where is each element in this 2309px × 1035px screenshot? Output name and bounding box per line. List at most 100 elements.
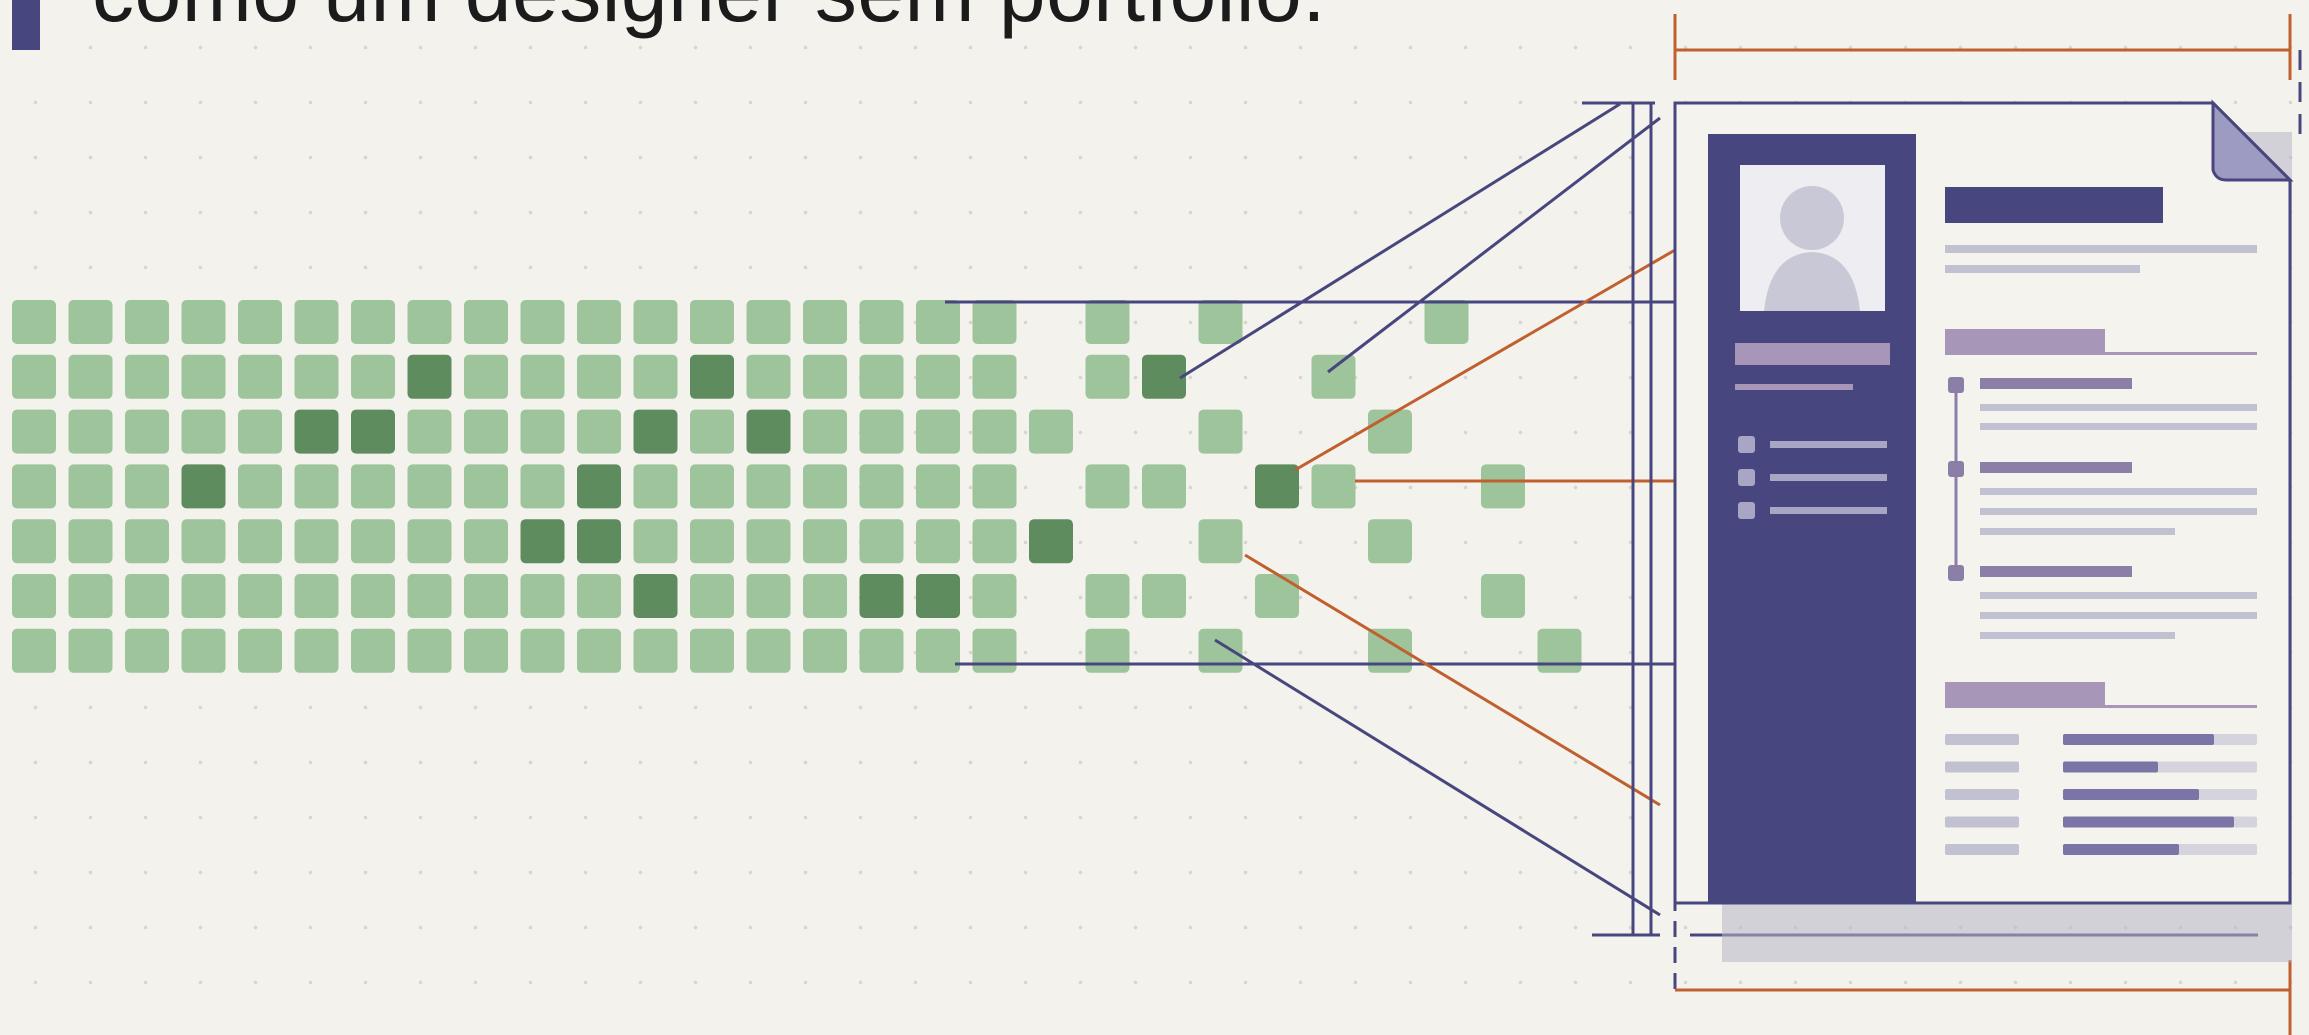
scattered-pixel <box>1086 300 1130 344</box>
pixel-cell <box>803 464 847 508</box>
scattered-pixel <box>1142 574 1186 618</box>
skill-level-fill <box>2063 789 2199 800</box>
pixel-cell <box>634 574 678 618</box>
connector-navy-1 <box>1180 104 1620 378</box>
pixel-cell <box>747 574 791 618</box>
pixel-cell <box>860 300 904 344</box>
pixel-cell <box>690 355 734 399</box>
pixel-cell <box>747 410 791 454</box>
pixel-cell <box>408 464 452 508</box>
pixel-cell <box>803 574 847 618</box>
pixel-cell <box>464 629 508 673</box>
scattered-pixel <box>1142 464 1186 508</box>
pixel-cell <box>747 519 791 563</box>
pixel-cell <box>351 300 395 344</box>
connector-orange-3 <box>1245 555 1660 805</box>
pixel-cell <box>973 300 1017 344</box>
skill-label <box>1945 844 2019 855</box>
pixel-cell <box>408 300 452 344</box>
pixel-cell <box>973 629 1017 673</box>
pixel-cell <box>12 464 56 508</box>
pixel-cell <box>577 574 621 618</box>
pixel-cell <box>803 519 847 563</box>
scattered-pixel <box>1255 574 1299 618</box>
skill-label <box>1945 817 2019 828</box>
pixel-cell <box>747 355 791 399</box>
pixel-cell <box>69 629 113 673</box>
pixel-cell <box>690 464 734 508</box>
pixel-cell <box>916 519 960 563</box>
resume-document <box>1675 103 2292 962</box>
pixel-cell <box>464 519 508 563</box>
skill-label <box>1945 734 2019 745</box>
pixel-cell <box>12 519 56 563</box>
pixel-cell <box>916 464 960 508</box>
pixel-cell <box>973 574 1017 618</box>
skill-label <box>1945 789 2019 800</box>
resume-title-bar <box>1945 187 2163 223</box>
pixel-cell <box>69 464 113 508</box>
pixel-cell <box>521 464 565 508</box>
pixel-cell <box>747 629 791 673</box>
pixel-cell <box>125 355 169 399</box>
pixel-cell <box>351 410 395 454</box>
pixel-cell <box>803 355 847 399</box>
pixel-cell <box>295 574 339 618</box>
pixel-cell <box>634 355 678 399</box>
scattered-pixel <box>1425 300 1469 344</box>
pixel-cell <box>690 300 734 344</box>
pixel-cell <box>238 410 282 454</box>
pixel-cell <box>803 300 847 344</box>
pixel-cell <box>408 629 452 673</box>
scattered-pixel <box>1312 355 1356 399</box>
experience-heading-rule <box>2105 352 2257 355</box>
pixel-cell <box>12 629 56 673</box>
pixel-cell <box>521 629 565 673</box>
pixel-cell <box>238 355 282 399</box>
pixel-cell <box>182 574 226 618</box>
resume-subtitle-line-1 <box>1945 245 2257 253</box>
pixel-cell <box>860 629 904 673</box>
pixel-cell <box>408 519 452 563</box>
scattered-pixel <box>1029 410 1073 454</box>
pixel-cell <box>747 464 791 508</box>
scattered-pixel <box>1368 519 1412 563</box>
pixel-cell <box>634 300 678 344</box>
pixel-cell <box>182 355 226 399</box>
connector-navy-2 <box>1328 118 1660 372</box>
scattered-pixel <box>1086 574 1130 618</box>
scattered-pixel <box>1312 464 1356 508</box>
pixel-cell <box>803 629 847 673</box>
pixel-cell <box>351 574 395 618</box>
pixel-cell <box>577 464 621 508</box>
scattered-pixel <box>1086 629 1130 673</box>
pixel-cell <box>521 300 565 344</box>
resume-subtitle-line-2 <box>1945 265 2140 273</box>
pixel-cell <box>408 355 452 399</box>
pixel-cell <box>634 629 678 673</box>
pixel-cell <box>238 574 282 618</box>
pixel-cell <box>464 464 508 508</box>
pixel-cell <box>182 629 226 673</box>
skills-heading-bar <box>1945 682 2105 708</box>
pixel-cell <box>916 410 960 454</box>
scattered-pixel <box>1481 574 1525 618</box>
pixel-cell <box>238 464 282 508</box>
pixel-cell <box>408 574 452 618</box>
pixel-cell <box>125 519 169 563</box>
pixel-cell <box>747 300 791 344</box>
pixel-cell <box>916 355 960 399</box>
pixel-cell <box>125 574 169 618</box>
pixel-cell <box>351 519 395 563</box>
pixel-cell <box>295 629 339 673</box>
scattered-pixel <box>1481 464 1525 508</box>
pixel-cell <box>69 519 113 563</box>
pixel-cell <box>351 355 395 399</box>
pixel-cell <box>521 519 565 563</box>
skill-level-fill <box>2063 762 2158 773</box>
pixel-cell <box>577 519 621 563</box>
pixel-cell <box>182 410 226 454</box>
pixel-cell <box>125 629 169 673</box>
pixel-cell <box>577 629 621 673</box>
